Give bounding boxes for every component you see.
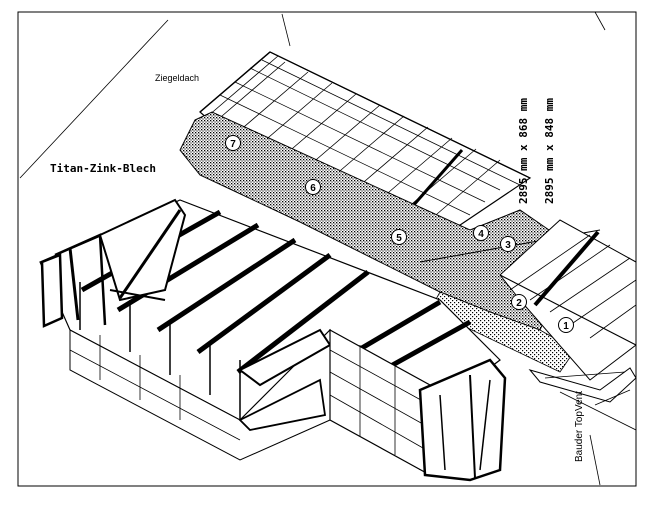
svg-text:6: 6 [310, 183, 316, 194]
svg-text:3: 3 [505, 240, 511, 251]
callout-1: 1 [558, 317, 574, 333]
sketch-lines [19, 11, 606, 179]
dimension-label-2: 2895 mm x 848 mm [543, 98, 556, 204]
callout-4: 4 [473, 225, 489, 241]
callout-2: 2 [511, 294, 527, 310]
dimension-label-1: 2895 mm x 868 mm [517, 98, 530, 204]
callout-5: 5 [391, 229, 407, 245]
svg-text:7: 7 [230, 139, 236, 150]
sheet-metal-label: Titan-Zink-Blech [50, 162, 156, 175]
callout-3: 3 [500, 236, 516, 252]
callout-7: 7 [225, 135, 241, 151]
lower-right-roof [499, 219, 637, 431]
svg-text:4: 4 [478, 229, 484, 240]
svg-text:1: 1 [563, 321, 569, 332]
callout-6: 6 [305, 179, 321, 195]
drawing-border [17, 11, 637, 487]
callout-markers: 1 2 3 4 5 6 7 [225, 135, 574, 333]
timber-frame-structure [39, 198, 507, 482]
svg-text:2: 2 [516, 298, 522, 309]
roof-label: Ziegeldach [155, 73, 199, 83]
tiled-roof [199, 51, 532, 253]
svg-text:5: 5 [396, 233, 402, 244]
vent-label: Bauder TopVent [574, 391, 585, 462]
